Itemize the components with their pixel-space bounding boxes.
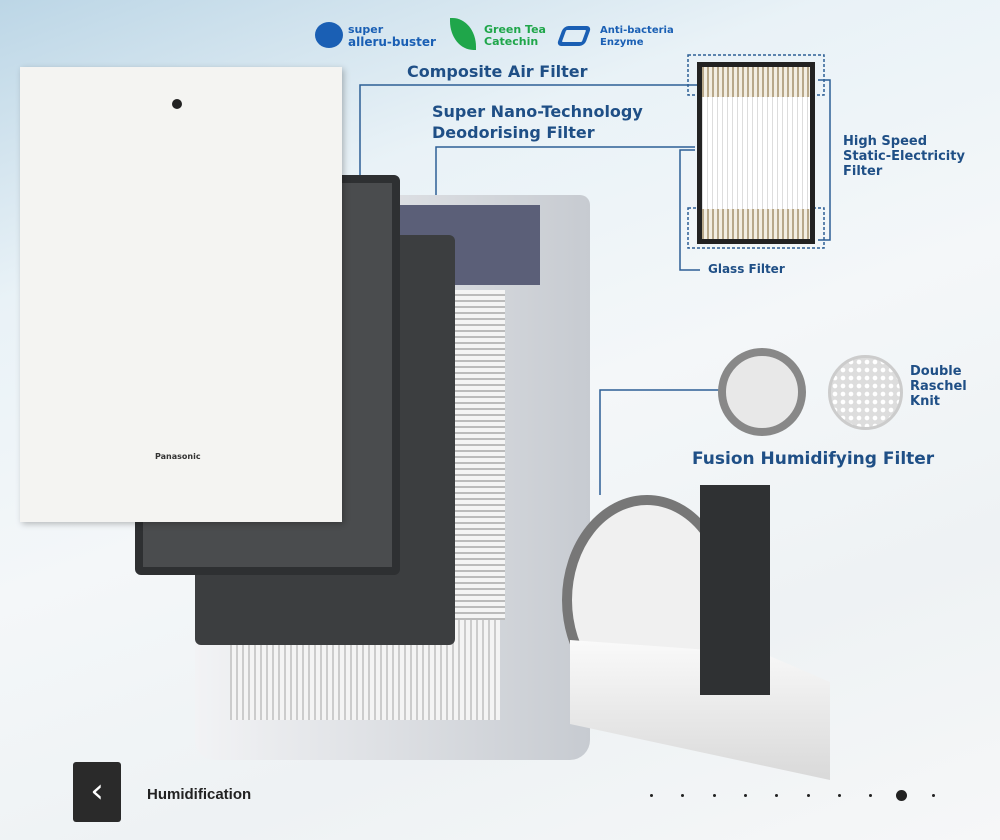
label-composite-air-filter: Composite Air Filter <box>407 62 588 81</box>
carousel-dot[interactable] <box>775 794 779 797</box>
logo-text: Catechin <box>484 35 539 48</box>
label-double-raschel-knit: Double Raschel Knit <box>910 364 967 410</box>
label-high-speed: High Speed Static-Electricity Filter <box>843 134 965 180</box>
previous-button[interactable]: ‹ <box>73 762 121 822</box>
front-panel: Panasonic <box>20 67 342 522</box>
side-grille <box>455 290 505 620</box>
label-fusion-humidifying-filter: Fusion Humidifying Filter <box>692 449 935 469</box>
carousel-dot[interactable] <box>806 794 810 797</box>
slide-caption: Humidification <box>147 786 252 803</box>
logo-text: alleru-buster <box>348 35 436 49</box>
carousel-dot[interactable] <box>896 790 908 801</box>
carousel-dot[interactable] <box>931 794 935 797</box>
logo-text: Anti-bacteria <box>600 25 674 36</box>
label-line: Static-Electricity <box>843 148 965 164</box>
hepa-filter-image <box>697 62 815 244</box>
carousel-dot[interactable] <box>869 794 873 797</box>
label-line: Filter <box>843 163 883 179</box>
logo-text: Enzyme <box>600 37 644 48</box>
allergen-buster-icon <box>315 22 343 48</box>
logo-text: super <box>348 23 384 36</box>
carousel-dot[interactable] <box>712 794 716 797</box>
tank-divider <box>700 485 770 695</box>
raschel-knit-swatch <box>828 355 903 430</box>
brand-logo: Panasonic <box>155 452 201 461</box>
label-line: Raschel <box>910 378 967 394</box>
label-glass-filter: Glass Filter <box>708 262 785 276</box>
humidifying-wheel-small <box>718 348 806 436</box>
label-line: Knit <box>910 393 940 409</box>
chevron-left-icon: ‹ <box>90 771 104 811</box>
nanoe-icon <box>172 99 182 109</box>
carousel-dot[interactable] <box>650 794 653 797</box>
label-nano-filter-line1: Super Nano-Technology <box>432 102 643 121</box>
logo-text: Green Tea <box>484 23 546 36</box>
carousel-dot[interactable] <box>837 794 841 797</box>
carousel-dot[interactable] <box>681 794 685 797</box>
label-nano-filter-line2: Deodorising Filter <box>432 123 595 142</box>
label-line: Double <box>910 364 962 379</box>
carousel-dot[interactable] <box>743 794 747 797</box>
label-line: High Speed <box>843 134 928 149</box>
